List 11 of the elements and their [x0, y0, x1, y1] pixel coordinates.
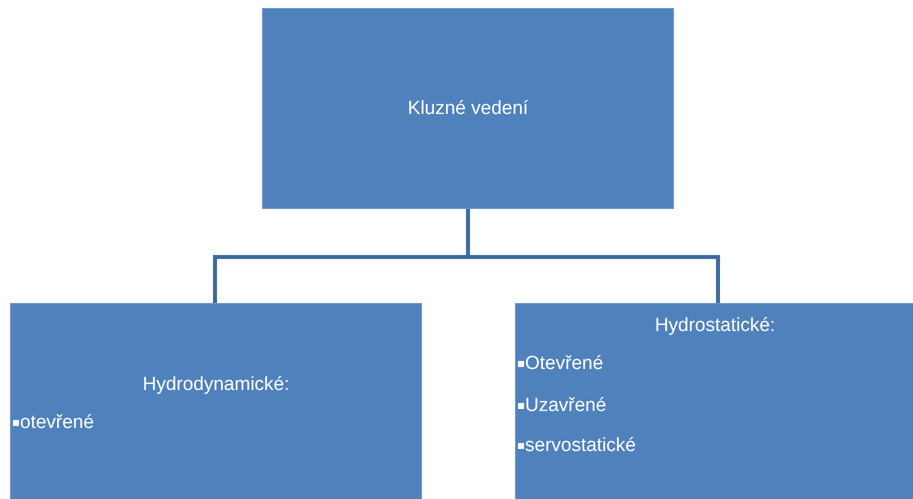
category-box — [10, 303, 422, 499]
heading-text: Kluzné vedení — [406, 97, 530, 121]
list-item: Uzavřené — [525, 394, 606, 418]
connector-line — [466, 209, 720, 303]
list-item: Otevřené — [525, 352, 604, 376]
category-box — [262, 8, 674, 209]
heading-text: Hydrostatické: — [654, 314, 776, 338]
heading-text: Hydrodynamické: — [142, 373, 290, 397]
category-box — [515, 303, 913, 499]
list-item: otevřené — [20, 411, 94, 435]
list-item: servostatické — [525, 434, 636, 458]
